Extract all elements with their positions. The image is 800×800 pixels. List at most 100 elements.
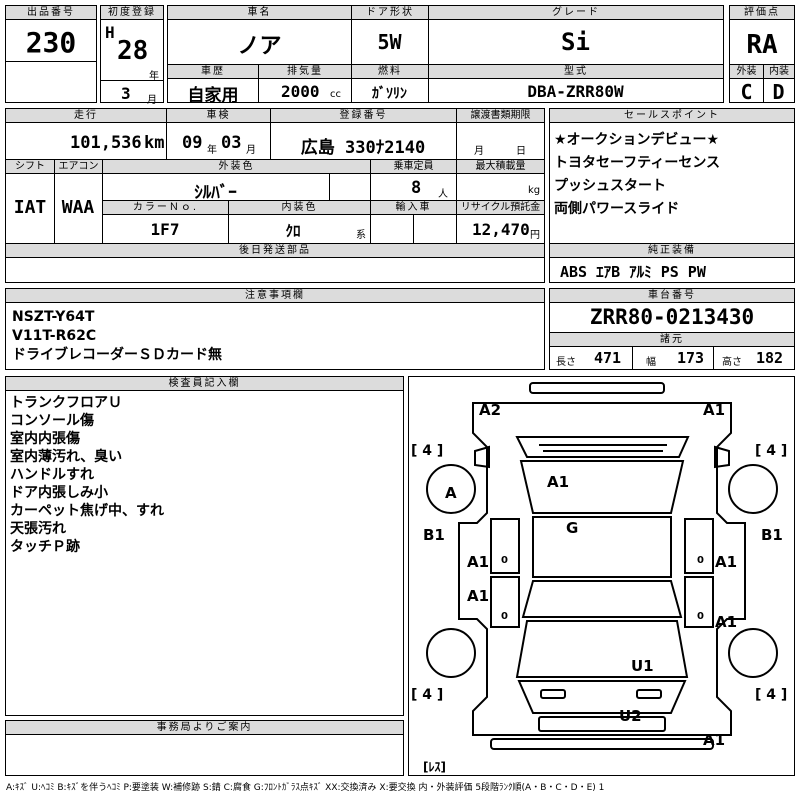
mileage: 101,536 <box>70 133 142 153</box>
damage-mark: A1 <box>467 587 489 605</box>
rating-cell: 評価点 RA 外装 内装 C D <box>729 5 795 104</box>
tire-tread: [ 4 ] <box>755 443 787 459</box>
inspector-note: ハンドルすれ <box>10 467 94 483</box>
notes-block: 注意事項欄 NSZT-Y64T V11T-R62C ドライブレコーダーＳＤカード… <box>5 288 545 370</box>
office-label: 事務局よりご案内 <box>6 721 403 735</box>
car-name: ノア <box>237 34 282 59</box>
damage-mark: A1 <box>715 553 737 571</box>
int-color: ｸﾛ <box>285 222 301 240</box>
damage-diagram-block: A2 A1 A1 A B1 B1 G A1 A1 A1 A1 U1 U2 A1 … <box>408 376 795 776</box>
specs-label: 諸元 <box>550 333 794 347</box>
inspection-year: 09 <box>182 133 203 153</box>
displacement-label: 排気量 <box>258 65 351 79</box>
damage-mark: A1 <box>703 731 725 749</box>
recycle-label: リサイクル預託金 <box>456 201 544 215</box>
note-item: V11T-R62C <box>12 328 97 344</box>
plate-label: 登録番号 <box>270 109 456 123</box>
first-reg-year-unit: 年 <box>149 71 159 82</box>
tire-tread: [ 4 ] <box>755 687 787 703</box>
inspector-note: 室内内張傷 <box>10 431 80 447</box>
damage-mark: A <box>445 484 457 502</box>
history-label: 車歴 <box>168 65 258 79</box>
length-value: 471 <box>594 349 622 367</box>
height-label: 高さ <box>722 357 742 368</box>
first-reg-month: 3 <box>121 84 131 103</box>
first-reg-year: 28 <box>117 36 149 66</box>
car-damage-diagram: A2 A1 A1 A B1 B1 G A1 A1 A1 A1 U1 U2 A1 … <box>411 382 787 774</box>
capacity-label: 乗車定員 <box>370 160 456 174</box>
genuine-equipment-label: 純正装備 <box>550 244 794 258</box>
car-name-label: 車名 <box>168 6 351 20</box>
tire-min-mark: 0 <box>697 555 704 566</box>
damage-mark: G <box>566 519 578 537</box>
fuel-label: 燃料 <box>351 65 428 79</box>
width-label: 幅 <box>646 357 656 368</box>
aircon: WAA <box>61 197 95 218</box>
door-type: 5W <box>377 30 402 54</box>
chassis-label: 車台番号 <box>550 289 794 303</box>
capacity: 8 <box>411 178 422 198</box>
later-parts-label: 後日発送部品 <box>6 244 544 258</box>
sales-point: 両側パワースライド <box>554 201 680 217</box>
mileage-unit: km <box>144 133 165 153</box>
import-label: 輸入車 <box>370 201 456 215</box>
damage-mark: B1 <box>423 526 445 544</box>
max-load-label: 最大積載量 <box>456 160 544 174</box>
inspector-note: 天張汚れ <box>10 521 66 537</box>
inspection-year-unit: 年 <box>207 145 217 156</box>
recycle-unit: 円 <box>530 230 540 241</box>
aircon-label: エアコン <box>54 160 102 174</box>
damage-mark: A1 <box>703 401 725 419</box>
genuine-equipment: ABS ｴｱB ｱﾙﾐ PS PW <box>560 263 706 281</box>
model-code: DBA-ZRR80W <box>527 82 624 101</box>
damage-mark: A1 <box>547 473 569 491</box>
car-info-block: 車名 ドア形状 グレード ノア 5W Si 車歴 排気量 燃料 型式 自家用 2… <box>167 5 724 106</box>
inspector-note: トランクフロアＵ <box>10 395 122 411</box>
damage-mark: A1 <box>467 553 489 571</box>
inspector-block: 検査員記入欄 トランクフロアＵ コンソール傷 室内内張傷 室内薄汚れ、臭い ハン… <box>5 376 404 716</box>
rating-label: 評価点 <box>730 6 794 20</box>
notes-list: NSZT-Y64T V11T-R62C ドライブレコーダーＳＤカード無 <box>12 308 222 365</box>
length-label: 長さ <box>556 357 576 368</box>
inspector-note: カーペット焦げ中、すれ <box>10 503 164 519</box>
transfer-day-unit: 日 <box>516 146 526 157</box>
ext-color-label: 外装色 <box>102 160 370 174</box>
max-load-unit: kg <box>528 185 541 196</box>
int-score-label: 内装 <box>763 65 794 79</box>
sales-point: プッシュスタート <box>554 178 666 194</box>
first-registration-cell: 初度登録 H 28 年 3 月 <box>100 5 164 106</box>
first-reg-label: 初度登録 <box>101 6 163 20</box>
door-label: ドア形状 <box>351 6 428 20</box>
displacement-unit: cc <box>330 89 341 100</box>
chassis-block: 車台番号 ZRR80-0213430 諸元 長さ 471 幅 173 高さ 18… <box>549 288 795 370</box>
width-value: 173 <box>677 349 705 367</box>
office-block: 事務局よりご案内 <box>5 720 404 776</box>
inspector-note: ドア内張しみ小 <box>10 485 108 501</box>
lot-label: 出品番号 <box>6 6 96 20</box>
tire-tread: [ 4 ] <box>411 687 443 703</box>
tire-min-mark: 0 <box>501 555 508 566</box>
plate-number: 広島 330ﾅ2140 <box>300 138 426 158</box>
damage-mark: A1 <box>715 613 737 631</box>
recycle-fee: 12,470 <box>472 220 530 239</box>
transfer-label: 譲渡書類期限 <box>456 109 544 123</box>
spare-tire: [ﾚｽ] <box>423 760 446 774</box>
first-reg-era: H <box>105 23 115 42</box>
inspector-note: タッチＰ跡 <box>10 539 80 555</box>
color-no: 1F7 <box>150 220 180 239</box>
lot-cell: 出品番号 230 <box>5 5 97 103</box>
displacement: 2000 <box>281 82 320 101</box>
sales-points-list: ★オークションデビュー★ トヨタセーフティーセンス プッシュスタート 両側パワー… <box>554 129 720 221</box>
tire-min-mark: 0 <box>697 611 704 622</box>
damage-mark: B1 <box>761 526 783 544</box>
model-code-label: 型式 <box>428 65 723 79</box>
inspector-note: 室内薄汚れ、臭い <box>10 449 123 465</box>
tire-tread: [ 4 ] <box>411 443 443 459</box>
sales-points-label: セールスポイント <box>550 109 794 123</box>
inspector-notes: トランクフロアＵ コンソール傷 室内内張傷 室内薄汚れ、臭い ハンドルすれ ドア… <box>10 394 164 556</box>
history: 自家用 <box>187 86 239 106</box>
int-color-unit: 系 <box>356 230 366 241</box>
notes-label: 注意事項欄 <box>6 289 544 303</box>
capacity-unit: 人 <box>438 189 448 200</box>
inspection-month: 03 <box>221 133 242 153</box>
